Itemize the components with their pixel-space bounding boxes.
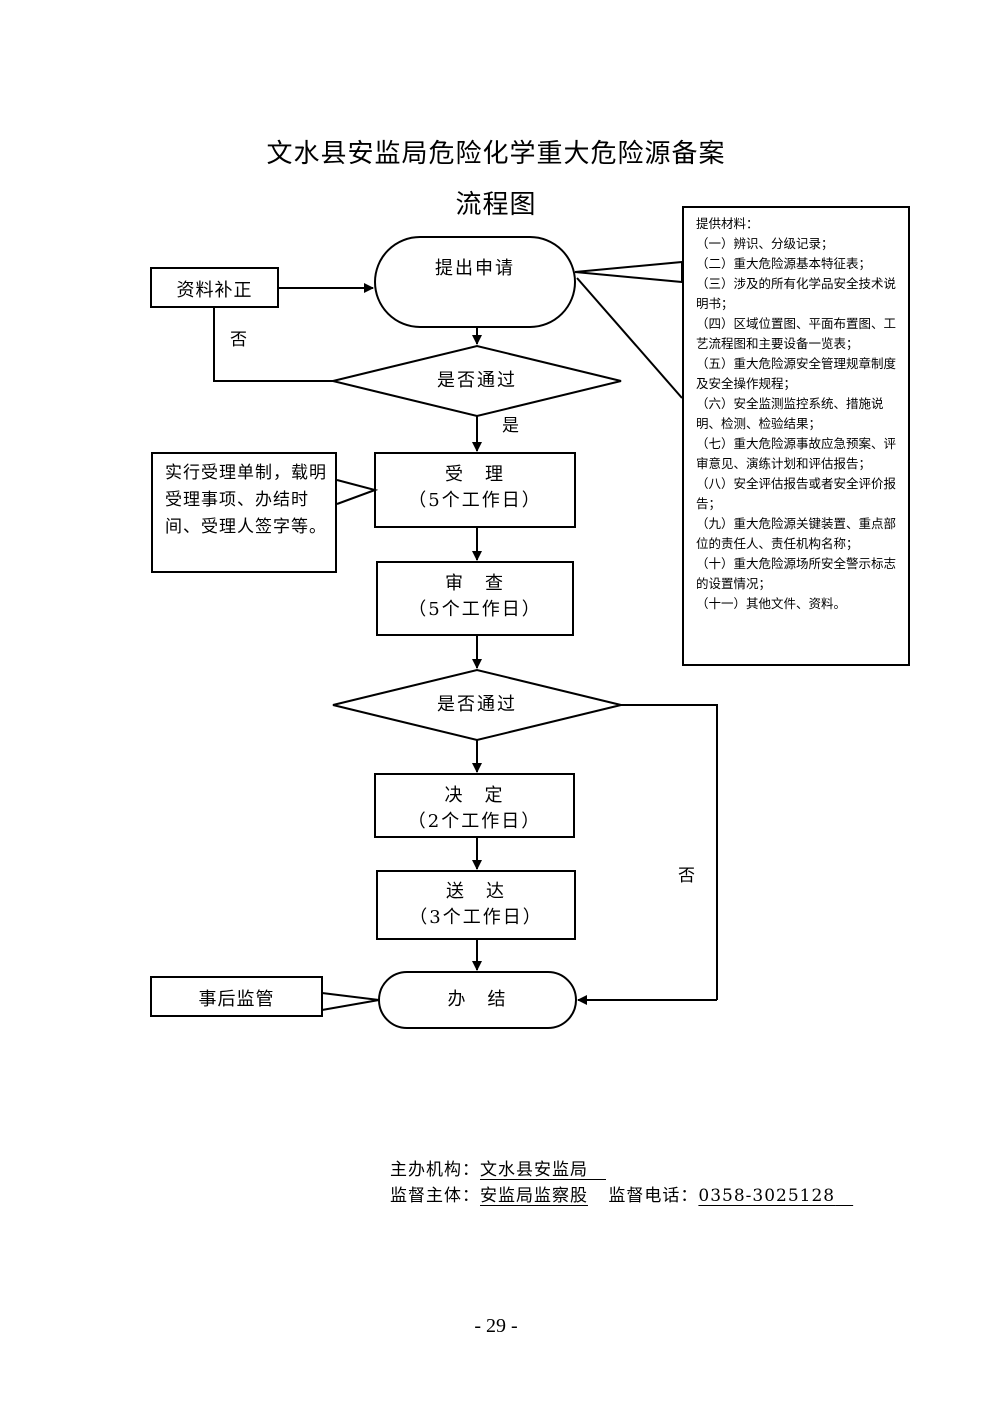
decide-days: （2个工作日） [407,811,542,832]
after-supervision-box: 事后监管 [198,989,275,1010]
phone-value: 0358-3025128 [698,1186,836,1206]
accept-note-box: 实行受理单制，载明受理事项、办结时间、受理人签字等。 [151,452,337,573]
edge-label-no-2: 否 [678,866,695,886]
decide-title: 决 定 [444,785,505,806]
apply-node-label: 提出申请 [435,258,515,279]
materials-item: （四）区域位置图、平面布置图、工艺流程图和主要设备一览表； [696,316,897,351]
materials-item: （十一）其他文件、资料。 [696,596,847,611]
materials-item: （三）涉及的所有化学品安全技术说明书； [696,276,897,311]
edge-label-yes-1: 是 [502,416,519,436]
phone-label: 监督电话： [608,1186,699,1206]
page-title: 文水县安监局危险化学重大危险源备案 [266,139,726,169]
deliver-title: 送 达 [446,881,506,902]
supervisor-value: 安监局监察股 [480,1186,588,1206]
materials-item: （十）重大危险源场所安全警示标志的设置情况； [696,556,897,591]
review-days: （5个工作日） [408,599,542,620]
materials-item: （九）重大危险源关键装置、重点部位的责任人、责任机构名称； [696,516,897,551]
materials-item: （二）重大危险源基本特征表； [696,256,872,271]
apply-terminator [374,236,576,328]
decision-2-label: 是否通过 [437,694,517,715]
materials-item: （五）重大危险源安全管理规章制度及安全操作规程； [696,356,897,391]
decision-1-label: 是否通过 [437,370,517,391]
decide-box-shape [374,773,575,838]
supplement-box: 资料补正 [176,280,253,301]
page-number: - 29 - [474,1315,518,1337]
materials-heading: 提供材料： [696,216,759,231]
host-value: 文水县安监局 [480,1160,588,1180]
materials-item: （七）重大危险源事故应急预案、评审意见、演练计划和评估报告； [696,436,897,471]
supervisor-label: 监督主体： [390,1186,480,1206]
decision-1-shape [332,344,622,418]
after-supervision-box-shape [150,976,323,1017]
materials-callout-pointer [574,260,683,284]
accept-days: （5个工作日） [408,490,542,511]
footer-host-row: 主办机构：文水县安监局 [390,1155,606,1180]
review-box-shape [376,561,574,636]
host-label: 主办机构： [390,1160,480,1180]
finish-node-label: 办 结 [447,989,508,1010]
page-subtitle: 流程图 [455,190,537,220]
materials-item: （六）安全监测监控系统、措施说明、检测、检验结果； [696,396,884,431]
materials-list-box: 提供材料： （一）辨识、分级记录； （二）重大危险源基本特征表； （三）涉及的所… [682,206,910,666]
footer-supervisor-row: 监督主体：安监局监察股 监督电话：0358-3025128 [390,1181,853,1206]
materials-item: （八）安全评估报告或者安全评价报告； [696,476,897,511]
review-title: 审 查 [445,573,505,594]
materials-item: （一）辨识、分级记录； [696,236,834,251]
deliver-days: （3个工作日） [409,907,543,928]
edge-label-no-1: 否 [230,330,247,350]
accept-title: 受 理 [445,464,505,485]
